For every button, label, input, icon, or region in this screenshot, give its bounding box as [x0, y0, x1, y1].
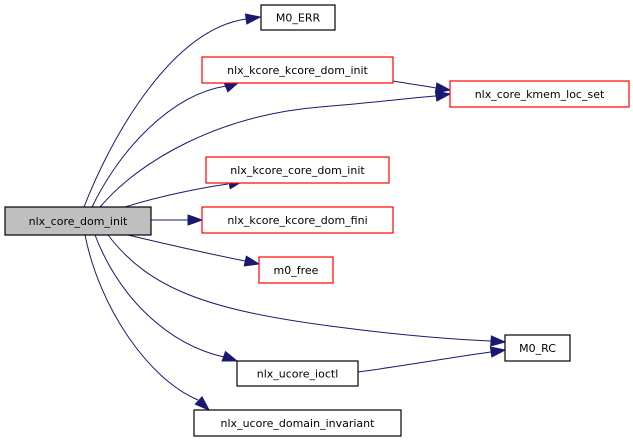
- node-box[interactable]: [205, 156, 390, 184]
- edge-root-to-m0_rc: [107, 234, 507, 347]
- node-label: nlx_kcore_kcore_dom_init: [227, 64, 368, 77]
- arrowhead-icon: [434, 90, 452, 102]
- node-label: nlx_ucore_domain_invariant: [221, 417, 376, 430]
- node-label: nlx_kcore_kcore_dom_fini: [227, 214, 367, 227]
- node-label: nlx_core_dom_init: [29, 215, 128, 228]
- edge-root-to-kk_dom_fini: [151, 214, 204, 226]
- node-label: nlx_kcore_core_dom_init: [230, 164, 365, 177]
- arrowhead-icon: [243, 255, 261, 267]
- node-kk-dom-init[interactable]: nlx_kcore_kcore_dom_init: [201, 56, 394, 84]
- edge-root-to-ucore_ioctl: [94, 234, 239, 362]
- node-box[interactable]: [201, 56, 394, 84]
- node-label: nlx_ucore_ioctl: [257, 368, 339, 381]
- edge-line: [83, 18, 247, 208]
- node-box[interactable]: [449, 80, 630, 108]
- node-box[interactable]: [258, 256, 334, 284]
- edge-root-to-m0_err: [83, 13, 262, 208]
- edge-line: [392, 80, 437, 89]
- node-label: nlx_core_kmem_loc_set: [475, 88, 605, 101]
- node-box[interactable]: [193, 409, 402, 437]
- edge-line: [127, 234, 246, 262]
- edge-root-to-kk_dom_init: [91, 81, 241, 208]
- node-box[interactable]: [504, 334, 571, 362]
- edge-kk_dom_init-to-kmem_loc_set: [392, 80, 452, 94]
- arrowhead-icon: [489, 346, 507, 358]
- arrowhead-icon: [221, 350, 239, 362]
- edge-line: [91, 85, 227, 208]
- node-box[interactable]: [4, 206, 152, 236]
- arrowhead-icon: [434, 82, 452, 94]
- node-domain-invariant[interactable]: nlx_ucore_domain_invariant: [193, 409, 402, 437]
- node-kc-dom-init[interactable]: nlx_kcore_core_dom_init: [205, 156, 390, 184]
- node-box[interactable]: [260, 4, 336, 31]
- edge-root-to-m0_free: [127, 234, 261, 267]
- node-m0-rc[interactable]: M0_RC: [504, 334, 571, 362]
- edge-line: [124, 183, 229, 208]
- arrowhead-icon: [187, 214, 204, 226]
- node-box[interactable]: [236, 360, 359, 387]
- edge-line: [357, 351, 492, 373]
- edge-root-to-domain_invariant: [84, 234, 211, 412]
- arrowhead-icon: [490, 335, 507, 347]
- node-kmem-loc-set[interactable]: nlx_core_kmem_loc_set: [449, 80, 630, 108]
- node-label: M0_RC: [519, 342, 556, 355]
- edge-line: [99, 95, 437, 208]
- node-label: M0_ERR: [276, 12, 321, 25]
- edge-ucore_ioctl-to-m0_rc: [357, 346, 507, 373]
- arrowhead-icon: [244, 13, 262, 25]
- edge-line: [107, 234, 492, 342]
- node-m0-err[interactable]: M0_ERR: [260, 4, 336, 31]
- arrowhead-icon: [194, 395, 211, 412]
- edge-line: [94, 234, 225, 358]
- edge-root-to-kmem_loc_set: [99, 90, 452, 208]
- node-kk-dom-fini[interactable]: nlx_kcore_kcore_dom_fini: [201, 206, 394, 234]
- node-ucore-ioctl[interactable]: nlx_ucore_ioctl: [236, 360, 359, 387]
- edge-line: [84, 234, 199, 401]
- node-box[interactable]: [201, 206, 394, 234]
- node-m0-free[interactable]: m0_free: [258, 256, 334, 284]
- node-label: m0_free: [274, 264, 319, 277]
- node-root[interactable]: nlx_core_dom_init: [4, 206, 152, 236]
